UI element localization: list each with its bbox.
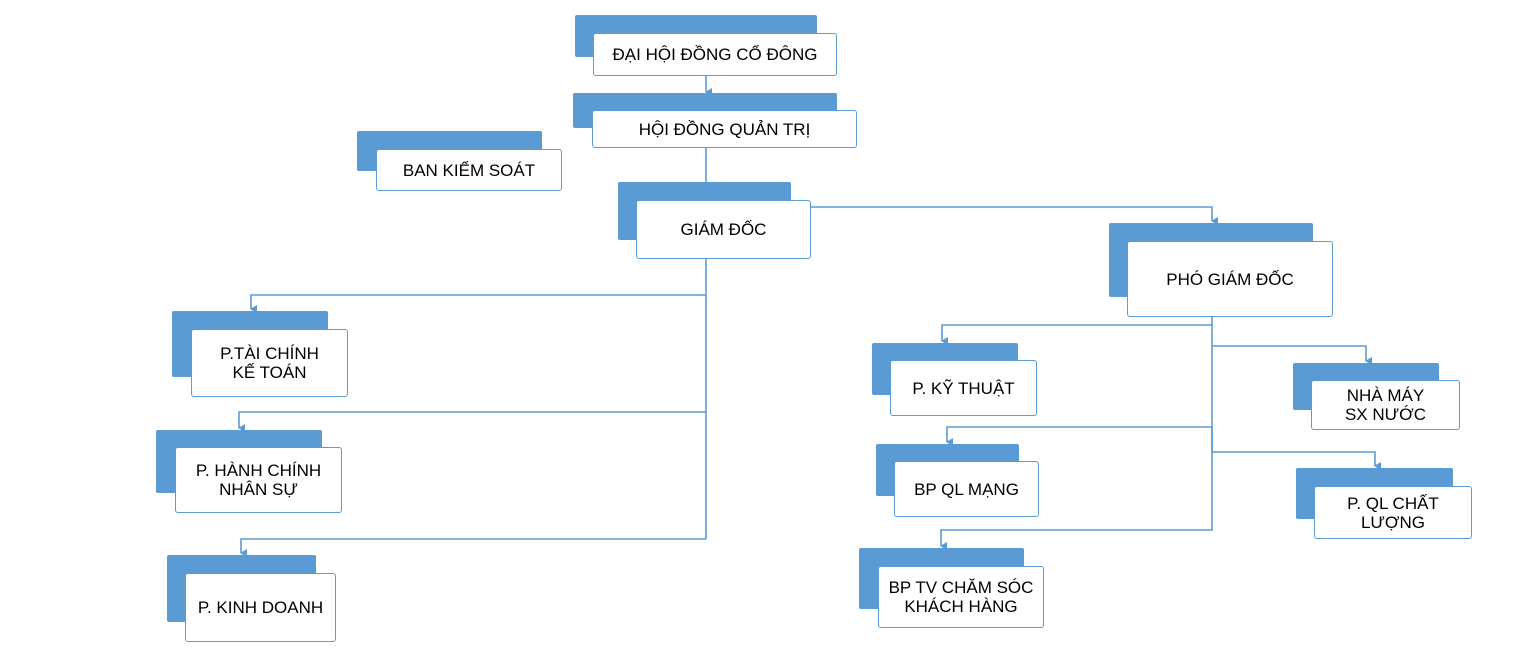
node-label: P. KỸ THUẬT [890,360,1037,416]
node-label: P.TÀI CHÍNH KẾ TOÁN [191,329,348,397]
node-label: P. HÀNH CHÍNH NHÂN SỰ [175,447,342,513]
node-label: BP QL MẠNG [894,461,1039,517]
node-label: NHÀ MÁY SX NƯỚC [1311,380,1460,430]
node-label: P. QL CHẤT LƯỢNG [1314,486,1472,539]
node-label: HỘI ĐỒNG QUẢN TRỊ [592,110,857,148]
edge-gd-hanhchinh [238,411,706,432]
edge-pgd-kythuat [941,324,1212,345]
node-label: BAN KIỂM SOÁT [376,149,562,191]
node-label: BP TV CHĂM SÓC KHÁCH HÀNG [878,566,1044,628]
edge-pgd-cskh [940,427,1213,550]
node-label: GIÁM ĐỐC [636,200,811,259]
edge-gd-pgd [811,206,1218,225]
node-label: PHÓ GIÁM ĐỐC [1127,241,1333,317]
node-label: P. KINH DOANH [185,573,336,642]
node-label: ĐẠI HỘI ĐỒNG CỔ ĐÔNG [593,33,837,76]
edge-gd-taichinh [250,294,706,313]
edge-gd-kinhdoanh [240,538,706,557]
edge-pgd-qlmang [946,426,1212,446]
edge-pgd-nhamay [1212,345,1372,365]
edge-pgd-qlchatluong [1212,451,1381,470]
